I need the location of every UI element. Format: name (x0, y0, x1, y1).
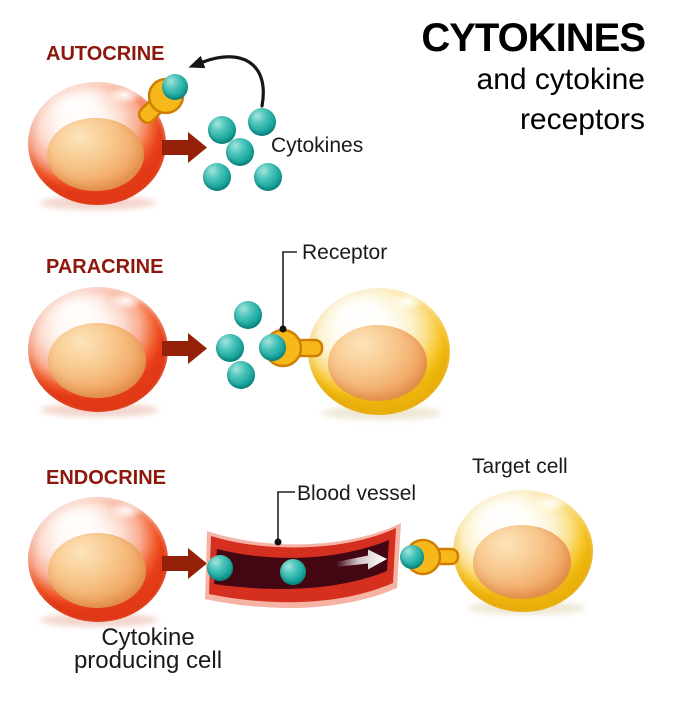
blood-vessel-leader-line (274, 491, 295, 546)
blood-flow-arrow-icon (336, 549, 387, 570)
blood-vessel-label: Blood vessel (297, 482, 417, 505)
secretion-arrow-paracrine-icon (162, 333, 207, 364)
paracrine-heading: PARACRINE (46, 256, 164, 278)
secretion-arrow-autocrine-icon (162, 132, 207, 163)
cell-gloss (109, 500, 143, 520)
autocrine-feedback-arrow-icon (201, 55, 265, 108)
cytokine-dot (234, 301, 262, 329)
paracrine-producing-cell (28, 285, 168, 412)
cytokine-dot (226, 138, 254, 166)
autocrine-feedback-arrowhead-icon (188, 55, 206, 69)
cell-nucleus (472, 525, 571, 599)
cytokine-dot (216, 334, 244, 362)
cytokines-label: Cytokines (271, 134, 364, 157)
cell-nucleus (47, 323, 146, 399)
cytokine-dot (280, 559, 306, 585)
autocrine-producing-cell (28, 80, 166, 205)
cytokine-dot-bound (400, 545, 424, 569)
cell-gloss (109, 290, 143, 310)
receptor-label: Receptor (302, 241, 388, 264)
cytokine-dot (207, 555, 233, 581)
endocrine-heading: ENDOCRINE (46, 467, 167, 489)
autocrine-heading: AUTOCRINE (46, 43, 165, 65)
cytokine-dot (254, 163, 282, 191)
cell-nucleus (47, 117, 144, 192)
secretion-arrow-endocrine-icon (162, 548, 207, 579)
cytokine-dot-bound (162, 74, 188, 100)
cytokine-dot (227, 361, 255, 389)
producing-cell-label-line-1: Cytokine (101, 624, 195, 651)
cell-gloss (390, 291, 425, 311)
receptor-leader-line (279, 251, 297, 333)
title-line-1: CYTOKINES (421, 16, 646, 60)
cell-gloss (108, 85, 142, 105)
cell-nucleus (47, 533, 146, 609)
endocrine-producing-cell (28, 495, 168, 622)
page-title: CYTOKINES and cytokine receptors (421, 16, 646, 140)
title-line-3: receptors (519, 103, 645, 136)
cytokine-dot (203, 163, 231, 191)
title-line-2: and cytokine (476, 63, 645, 96)
cytokine-dot-bound (259, 334, 286, 361)
endocrine-target-cell (453, 487, 593, 612)
cell-gloss (534, 493, 568, 512)
paracrine-target-cell (308, 285, 450, 415)
cell-nucleus (327, 324, 428, 402)
target-cell-label: Target cell (472, 455, 568, 478)
cytokine-producing-cell-label: Cytokine producing cell (28, 624, 268, 674)
cytokine-dot (248, 108, 276, 136)
producing-cell-label-line-2: producing cell (73, 647, 223, 674)
